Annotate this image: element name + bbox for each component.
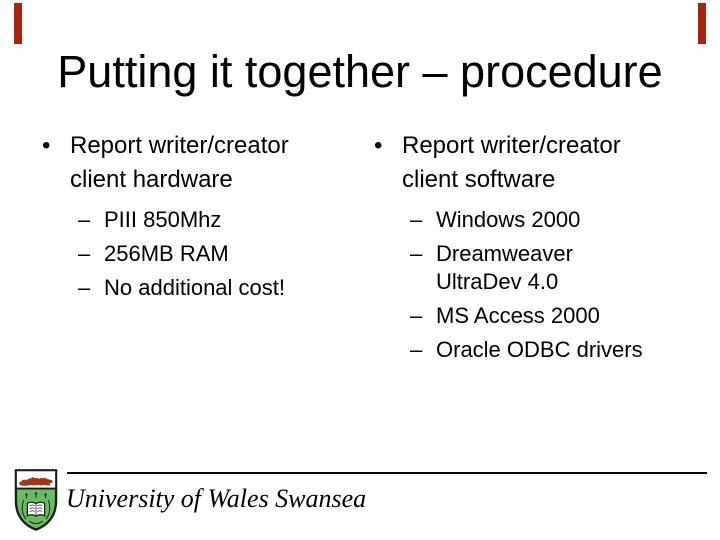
column-hardware: • Report writer/creator client hardware … xyxy=(42,129,342,308)
list-item: – Dreamweaver UltraDev 4.0 xyxy=(410,240,674,296)
list-item: – PIII 850Mhz xyxy=(78,206,342,234)
sub-list: – Windows 2000 – Dreamweaver UltraDev 4.… xyxy=(374,206,674,364)
dash-glyph: – xyxy=(410,241,423,266)
list-item-text: Oracle ODBC drivers xyxy=(436,337,643,362)
corner-mark-left xyxy=(14,3,22,44)
list-item: – Oracle ODBC drivers xyxy=(410,336,674,364)
list-item-text: 256MB RAM xyxy=(104,241,229,266)
bullet-heading: • Report writer/creator client hardware xyxy=(42,129,342,197)
corner-mark-right xyxy=(698,3,706,44)
dash-glyph: – xyxy=(78,207,91,232)
dragon-icon xyxy=(18,476,53,486)
footer-institution: University of Wales Swansea xyxy=(66,484,367,513)
list-item: – MS Access 2000 xyxy=(410,302,674,330)
dash-glyph: – xyxy=(410,337,423,362)
dash-glyph: – xyxy=(410,207,423,232)
bullet-glyph: • xyxy=(374,132,383,159)
list-item-text: PIII 850Mhz xyxy=(104,207,222,232)
list-item-text: MS Access 2000 xyxy=(436,303,600,328)
crest-top-ornaments xyxy=(25,491,47,499)
heading-text: Report writer/creator client hardware xyxy=(70,132,289,193)
bullet-heading: • Report writer/creator client software xyxy=(374,129,674,197)
bullet-glyph: • xyxy=(42,132,51,159)
dash-glyph: – xyxy=(78,241,91,266)
footer-divider xyxy=(67,472,707,474)
slide-title: Putting it together – procedure xyxy=(57,46,663,97)
list-item: – No additional cost! xyxy=(78,274,342,302)
list-item-text: Windows 2000 xyxy=(436,207,581,232)
sub-list: – PIII 850Mhz – 256MB RAM – No additiona… xyxy=(42,206,342,302)
column-software: • Report writer/creator client software … xyxy=(374,129,674,370)
list-item: – Windows 2000 xyxy=(410,206,674,234)
heading-text: Report writer/creator client software xyxy=(402,132,621,193)
book-page-lines xyxy=(29,503,43,517)
university-crest-icon xyxy=(14,469,58,531)
list-item-text: Dreamweaver UltraDev 4.0 xyxy=(436,241,573,294)
dash-glyph: – xyxy=(78,275,91,300)
list-item: – 256MB RAM xyxy=(78,240,342,268)
dash-glyph: – xyxy=(410,303,423,328)
crest-flourishes xyxy=(21,499,51,525)
list-item-text: No additional cost! xyxy=(104,275,285,300)
